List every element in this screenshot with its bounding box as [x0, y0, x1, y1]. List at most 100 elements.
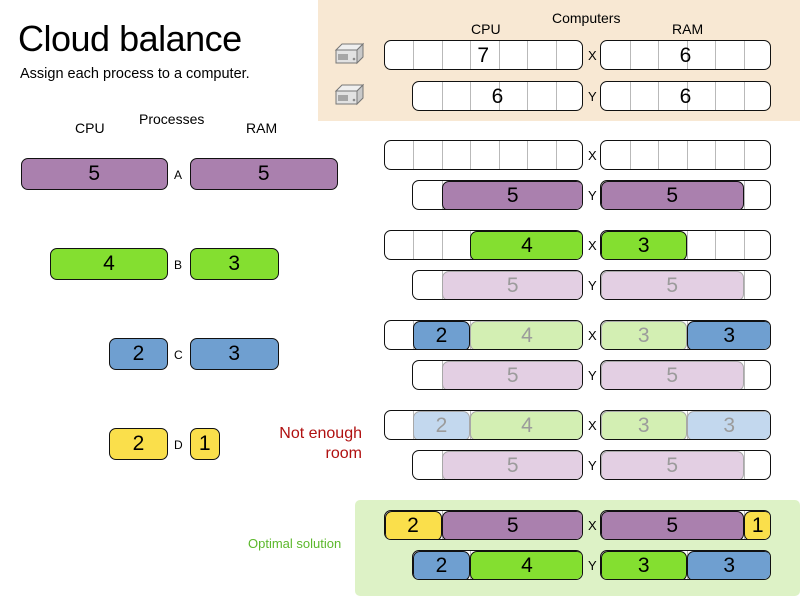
capacity-tick [441, 41, 443, 69]
assignment-cpu-track[interactable] [383, 140, 583, 170]
capacity-tick [629, 141, 631, 169]
process-block[interactable]: 5 [441, 511, 583, 539]
assignment-ram-track[interactable]: 5 [600, 270, 771, 300]
capacity-tick [743, 231, 745, 259]
process-block[interactable]: 5 [601, 361, 744, 389]
assignment-ram-track[interactable]: 5 [600, 360, 771, 390]
process-block[interactable]: 2 [413, 551, 470, 579]
assignment-ram-track[interactable]: 3 [600, 230, 771, 260]
assignment-ram-track[interactable] [600, 140, 771, 170]
assignment-computer-label: X [588, 238, 597, 253]
assignment-cpu-track[interactable]: 5 [412, 450, 583, 480]
process-block[interactable]: 2 [384, 511, 442, 539]
capacity-tick [527, 141, 528, 169]
computer-ram-capacity-track[interactable] [600, 81, 771, 111]
process-block[interactable]: 5 [601, 451, 744, 479]
not-enough-room-line1: Not enough [279, 425, 362, 442]
capacity-tick [658, 141, 659, 169]
capacity-tick [441, 141, 443, 169]
process-block[interactable]: 4 [470, 551, 582, 579]
capacity-tick [686, 82, 688, 110]
process-block[interactable]: 3 [601, 231, 687, 259]
capacity-tick [686, 41, 688, 69]
capacity-tick [555, 82, 557, 110]
capacity-tick [527, 41, 528, 69]
computer-ram-capacity-value: 6 [679, 44, 692, 67]
process-ram-bar[interactable]: 3 [190, 338, 279, 370]
process-block[interactable]: 3 [601, 411, 687, 439]
process-letter: C [174, 348, 183, 362]
process-letter: B [174, 258, 183, 272]
process-block[interactable]: 4 [470, 321, 583, 349]
computer-name-label: X [588, 48, 597, 63]
process-ram-bar[interactable]: 3 [190, 248, 279, 280]
process-block[interactable]: 3 [601, 551, 687, 579]
process-letter: D [174, 438, 183, 452]
server-icon [330, 42, 365, 73]
process-block[interactable]: 2 [413, 411, 470, 439]
computer-ram-capacity-track[interactable] [600, 40, 771, 70]
capacity-tick [686, 141, 688, 169]
capacity-tick [715, 141, 716, 169]
page-subtitle: Assign each process to a computer. [20, 66, 250, 82]
process-block[interactable]: 4 [470, 231, 583, 259]
process-block[interactable]: 5 [441, 271, 582, 299]
capacity-tick [743, 181, 745, 209]
process-ram-bar[interactable]: 5 [190, 158, 338, 190]
assignment-cpu-track[interactable]: 5 [412, 270, 583, 300]
assignment-cpu-track[interactable]: 4 [383, 230, 583, 260]
process-block[interactable]: 5 [601, 181, 744, 209]
capacity-tick [413, 231, 414, 259]
computer-cpu-capacity-value: 6 [491, 85, 504, 108]
assignment-computer-label: Y [588, 188, 597, 203]
computer-cpu-capacity-value: 7 [477, 44, 490, 67]
capacity-tick [441, 231, 443, 259]
process-cpu-bar[interactable]: 2 [109, 428, 168, 460]
not-enough-room-line2: room [325, 445, 362, 462]
process-block[interactable]: 1 [743, 511, 770, 539]
process-block[interactable]: 3 [686, 411, 770, 439]
capacity-tick [470, 41, 471, 69]
capacity-tick [629, 82, 631, 110]
capacity-tick [555, 141, 557, 169]
process-block[interactable]: 3 [601, 321, 687, 349]
process-block[interactable]: 3 [686, 321, 770, 349]
optimal-computer-label: Y [588, 558, 597, 573]
process-block[interactable]: 5 [601, 511, 744, 539]
computer-cpu-capacity-track[interactable] [383, 40, 583, 70]
assignment-computer-label: Y [588, 458, 597, 473]
capacity-tick [743, 361, 745, 389]
process-block[interactable]: 4 [470, 411, 583, 439]
computer-cpu-capacity-track[interactable] [412, 81, 583, 111]
processes-title: Processes [139, 111, 205, 127]
assignment-ram-track[interactable]: 5 [600, 180, 771, 210]
capacity-tick [498, 141, 500, 169]
process-block[interactable]: 5 [441, 451, 582, 479]
assignment-computer-label: X [588, 148, 597, 163]
capacity-tick [413, 141, 414, 169]
process-cpu-bar[interactable]: 4 [50, 248, 168, 280]
processes-cpu-caption: CPU [75, 120, 105, 136]
process-cpu-bar[interactable]: 2 [109, 338, 168, 370]
process-ram-bar[interactable]: 1 [190, 428, 220, 460]
assignment-cpu-track[interactable]: 5 [412, 180, 583, 210]
assignment-ram-track[interactable]: 5 [600, 450, 771, 480]
process-cpu-bar[interactable]: 5 [20, 158, 168, 190]
process-block[interactable]: 3 [686, 551, 770, 579]
processes-ram-caption: RAM [246, 120, 278, 136]
process-block[interactable]: 5 [441, 181, 582, 209]
assignment-cpu-track[interactable]: 5 [412, 360, 583, 390]
process-block[interactable]: 5 [601, 271, 744, 299]
process-block[interactable]: 5 [441, 361, 582, 389]
capacity-tick [743, 41, 745, 69]
capacity-tick [441, 82, 443, 110]
process-block[interactable]: 2 [413, 321, 470, 349]
